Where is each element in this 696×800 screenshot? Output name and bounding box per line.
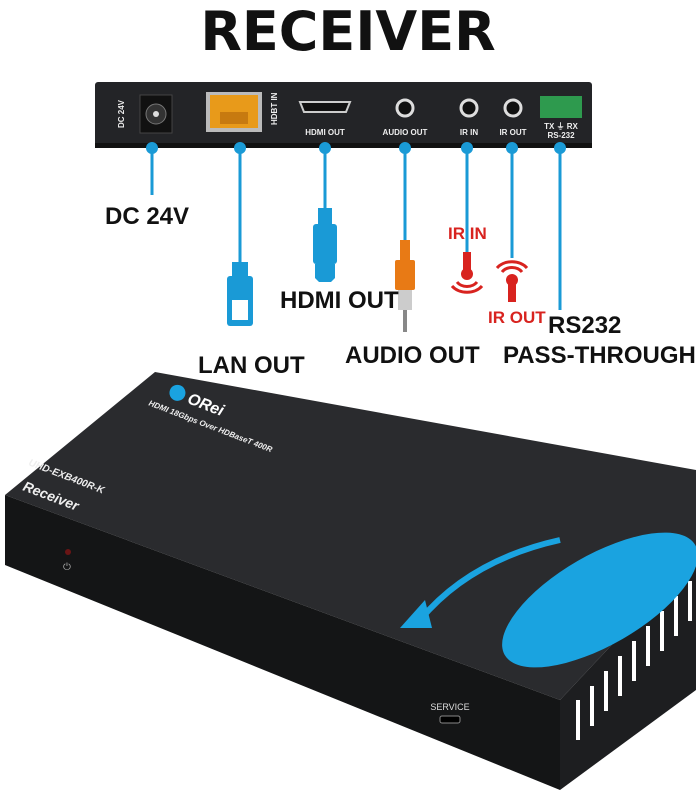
- port-label-ir-in: IR IN: [460, 128, 478, 137]
- label-rs232: RS232: [548, 312, 621, 339]
- port-label-dc: DC 24V: [117, 99, 126, 128]
- blue-swoosh: [502, 532, 696, 668]
- service-usb-port: [439, 715, 461, 724]
- power-led: [65, 549, 71, 555]
- ir-out-port: [503, 98, 523, 118]
- receiver-device: ORei HDMI 18Gbps Over HDBaseT 400R UHD-E…: [5, 372, 696, 790]
- vent-slots: [576, 581, 692, 740]
- rs232-terminal: [540, 96, 582, 118]
- label-audio-out: AUDIO OUT: [345, 342, 480, 369]
- service-label: SERVICE: [430, 702, 469, 712]
- port-label-ir-out: IR OUT: [499, 128, 526, 137]
- ir-receiver-icon: [450, 252, 484, 294]
- ethernet-plug-icon: [227, 262, 253, 326]
- device-front-face: [5, 495, 560, 790]
- diagram-title: RECEIVER: [200, 0, 495, 63]
- label-lan-out: LAN OUT: [198, 352, 305, 379]
- label-hdmi-out: HDMI OUT: [280, 287, 399, 314]
- ir-emitter-icon: [495, 260, 529, 302]
- label-dc-24v: DC 24V: [105, 203, 189, 230]
- label-ir-out: IR OUT: [488, 308, 546, 327]
- power-icon: ⏻: [63, 562, 71, 573]
- back-panel: DC 24V HDBT IN HDMI OUT AUDIO OUT IR IN …: [95, 82, 592, 148]
- label-ir-in: IR IN: [448, 224, 487, 243]
- rs232-port-label: RS-232: [547, 131, 575, 140]
- hdmi-port: [298, 101, 352, 113]
- ir-in-port: [459, 98, 479, 118]
- arrow-icon: [400, 600, 432, 628]
- rs232-pins: TX ⏚ RX: [544, 122, 578, 131]
- hdmi-plug-icon: [313, 208, 337, 282]
- label-pass-through: PASS-THROUGH: [503, 342, 696, 369]
- audio-port: [395, 98, 415, 118]
- port-label-audio: AUDIO OUT: [383, 128, 428, 137]
- rca-plug-icon: [395, 240, 415, 332]
- callout-lines: [150, 148, 562, 310]
- port-label-hdbt: HDBT IN: [270, 92, 279, 125]
- brand-logo-icon: [169, 384, 186, 401]
- port-label-hdmi: HDMI OUT: [305, 128, 345, 137]
